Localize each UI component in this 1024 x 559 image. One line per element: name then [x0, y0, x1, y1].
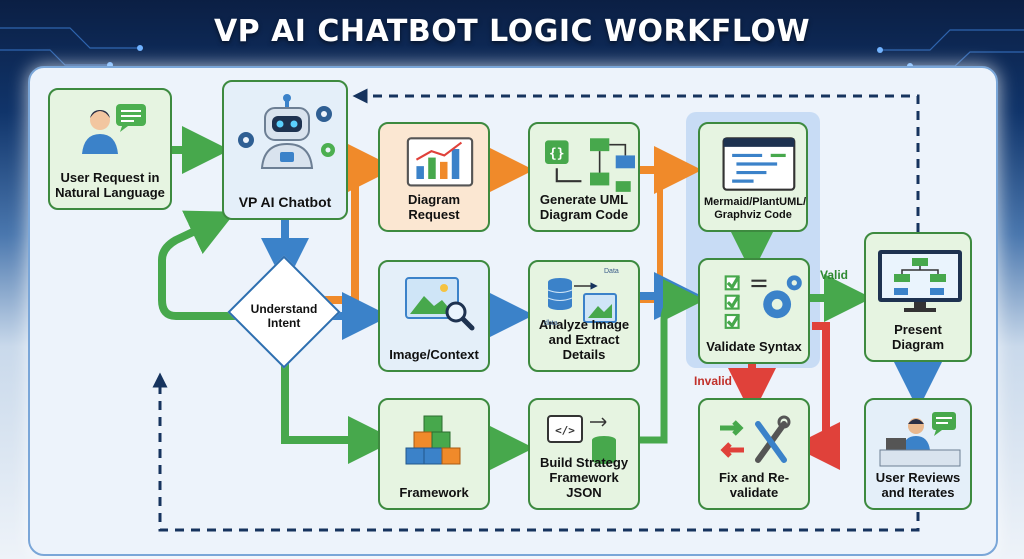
- generate-uml-node: {} Generate UML Diagram Code: [528, 122, 640, 232]
- dbta-icon-caption: dbta: [544, 320, 558, 327]
- diagram-request-label: Diagram Request: [407, 192, 461, 222]
- data-icon-caption: Data: [604, 268, 619, 275]
- diagram-request-node: Diagram Request: [378, 122, 490, 232]
- present-diagram-label: Present Diagram: [891, 322, 945, 352]
- chart-icon: [406, 137, 474, 187]
- gear-icon: [763, 275, 802, 319]
- checklist-icon: [724, 275, 802, 329]
- person-icon: [82, 104, 146, 154]
- code-file-icon: [722, 137, 796, 191]
- present-diagram-node: Present Diagram: [864, 232, 972, 362]
- generate-uml-label: Generate UML Diagram Code: [539, 192, 629, 222]
- understand-intent-label: Understand Intent: [250, 302, 318, 330]
- analyze-image-label: Analyze Image and Extract Details: [538, 317, 630, 362]
- gear-icon: [238, 106, 335, 157]
- code-formats-node: Mermaid/PlantUML/ Graphviz Code: [698, 122, 808, 232]
- user-request-label: User Request in Natural Language: [55, 170, 165, 200]
- monitor-icon: [878, 250, 962, 312]
- code-file-icon: </>: [547, 415, 616, 464]
- chat-bubble-icon: [932, 412, 956, 436]
- analyze-image-node: Analyze Image and Extract Details: [528, 260, 640, 372]
- page-title: VP AI CHATBOT LOGIC WORKFLOW: [213, 14, 811, 49]
- invalid-label: Invalid: [694, 374, 733, 388]
- chatbot-label: VP AI Chatbot: [238, 194, 332, 210]
- framework-node: Framework: [378, 398, 490, 510]
- user-request-node: User Request in Natural Language: [48, 88, 172, 210]
- validate-syntax-node: Validate Syntax: [698, 258, 810, 364]
- magnifier-icon: [445, 301, 475, 331]
- flowchart-icon: {}: [545, 138, 635, 192]
- fix-revalidate-label: Fix and Re-validate: [718, 470, 790, 500]
- build-strategy-node: </> Build Strategy Framework JSON: [528, 398, 640, 510]
- image-context-label: Image/Context: [389, 347, 479, 362]
- image-context-node: Image/Context: [378, 260, 490, 372]
- svg-text:</>: </>: [555, 424, 575, 437]
- tools-icon: [720, 415, 791, 463]
- fix-revalidate-node: Fix and Re-validate: [698, 398, 810, 510]
- database-icon: [547, 278, 617, 323]
- picture-icon: [405, 277, 475, 331]
- user-reviews-label: User Reviews and Iterates: [875, 470, 961, 500]
- valid-label: Valid: [820, 268, 849, 282]
- framework-label: Framework: [399, 485, 469, 500]
- robot-icon: [238, 94, 335, 169]
- build-strategy-label: Build Strategy Framework JSON: [539, 455, 629, 500]
- chat-bubble-icon: [116, 104, 146, 132]
- user-desk-icon: [879, 412, 961, 467]
- svg-text:{}: {}: [549, 147, 564, 162]
- chatbot-node: VP AI Chatbot: [222, 80, 348, 220]
- code-formats-label: Mermaid/PlantUML/ Graphviz Code: [704, 196, 807, 221]
- cubes-icon: [405, 415, 461, 465]
- validate-syntax-label: Validate Syntax: [706, 339, 802, 354]
- user-reviews-node: User Reviews and Iterates: [864, 398, 972, 510]
